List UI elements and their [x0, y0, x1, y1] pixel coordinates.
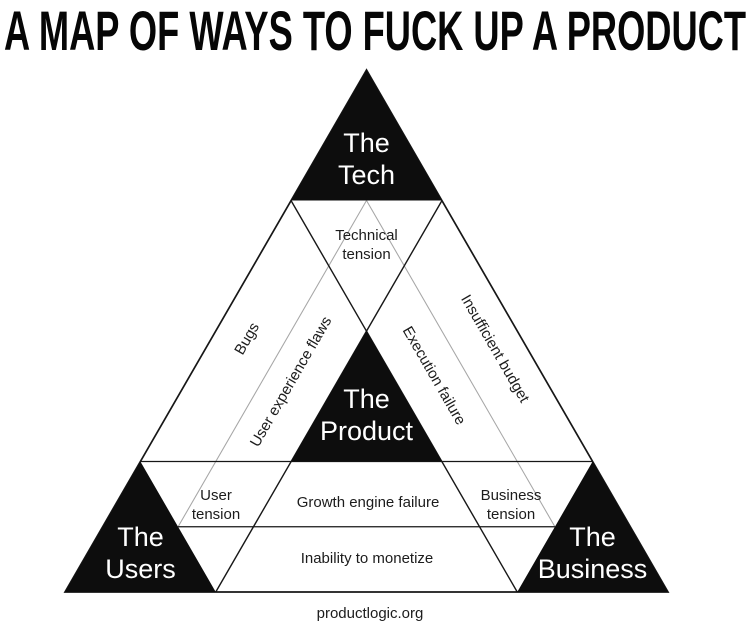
- insufficient-budget-label: Insufficient budget: [457, 292, 533, 406]
- tech-label-line2: Tech: [338, 160, 395, 190]
- business-tension-label-line1: Business: [481, 487, 542, 504]
- user-tension-label-line1: User: [200, 487, 232, 504]
- growth-engine-failure-label: Growth engine failure: [297, 494, 440, 511]
- site-credit: productlogic.org: [317, 605, 424, 622]
- users-label-line2: Users: [105, 554, 176, 584]
- users-triangle: [65, 461, 216, 592]
- business-tension-label-line2: tension: [487, 506, 535, 523]
- tech-triangle: [291, 70, 442, 201]
- business-label-line2: Business: [538, 554, 648, 584]
- outer-triangle: [63, 68, 670, 593]
- inability-to-monetize-label: Inability to monetize: [301, 550, 434, 567]
- business-triangle: [517, 461, 668, 592]
- product-label-line1: The: [343, 384, 390, 414]
- product-triangle: [291, 331, 442, 462]
- technical-tension-label-line1: Technical: [335, 227, 398, 244]
- users-label-line1: The: [117, 522, 164, 552]
- tech-label-line1: The: [343, 128, 390, 158]
- bugs-label: Bugs: [231, 320, 263, 358]
- business-label-line1: The: [569, 522, 616, 552]
- page-title: A MAP OF WAYS TO FUCK UP A PRODUCT: [4, 0, 746, 62]
- technical-tension-label-line2: tension: [342, 246, 390, 263]
- product-label-line2: Product: [320, 416, 414, 446]
- user-tension-label-line2: tension: [192, 506, 240, 523]
